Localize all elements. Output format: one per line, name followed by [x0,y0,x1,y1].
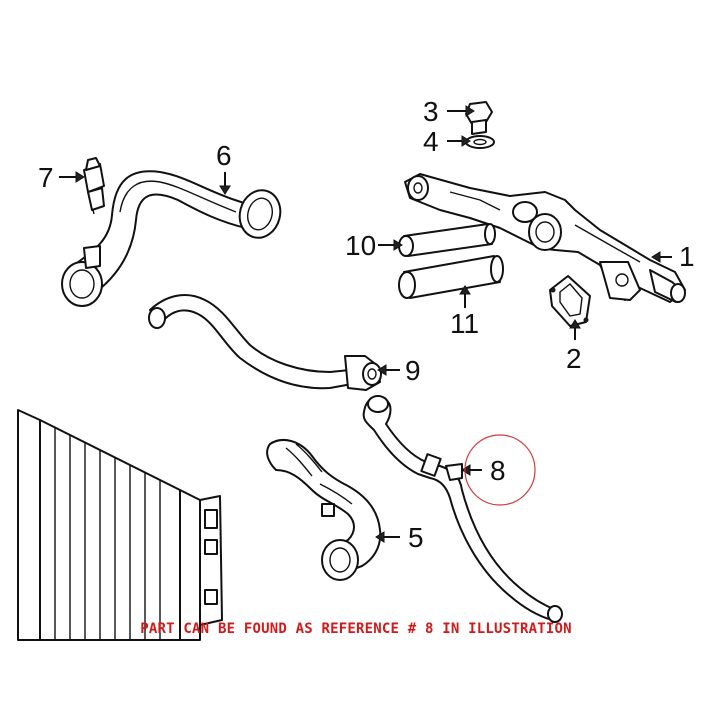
part-5-hose [266,439,382,581]
label-5: 5 [408,522,424,553]
part-7-sensor [83,157,105,215]
part-9-hose [148,294,382,391]
part-8-pipe [362,395,563,623]
part-10-sleeve [398,223,496,257]
highlight-circle [464,434,536,506]
reference-note: PART CAN BE FOUND AS REFERENCE # 8 IN IL… [140,621,571,637]
part-1-flange [404,173,686,303]
label-7: 7 [38,162,54,193]
label-8: 8 [490,455,506,486]
part-6-hose [61,170,282,307]
part-3-plug [465,101,493,135]
part-2-gasket [549,275,591,327]
label-10: 10 [345,230,376,261]
label-6: 6 [216,140,232,171]
label-4: 4 [423,126,439,157]
radiator [17,409,223,641]
part-11-sleeve [398,255,504,299]
label-3: 3 [423,96,439,127]
label-1: 1 [679,241,695,272]
leader-lines [59,105,672,543]
part-4-washer [465,135,495,149]
label-2: 2 [566,343,582,374]
label-11: 11 [450,308,479,339]
label-9: 9 [405,355,421,386]
